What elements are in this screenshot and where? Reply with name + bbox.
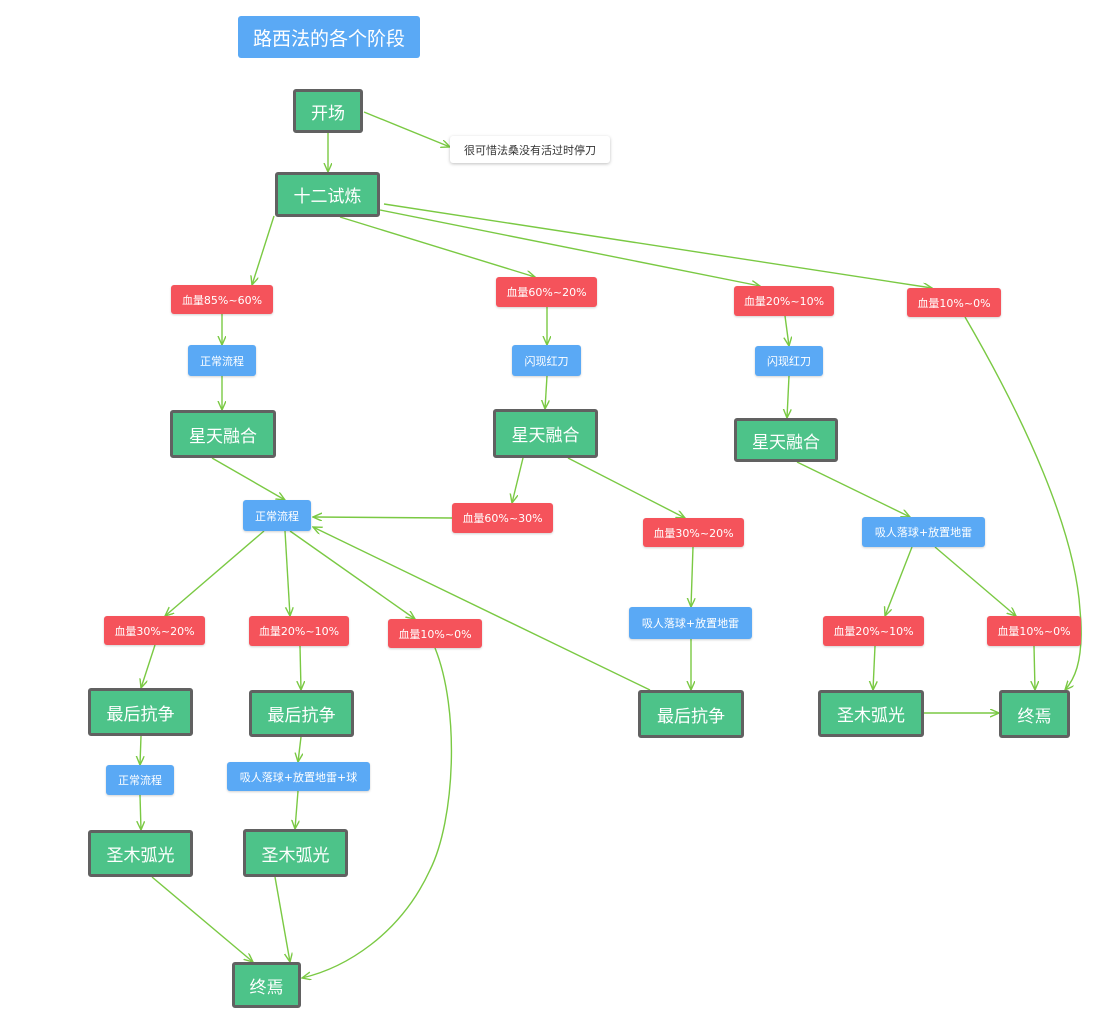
edge-hp10-0-top-to-end-right xyxy=(964,316,1082,690)
edge-arc-1-to-end-bottom xyxy=(151,876,253,962)
node-absorb-mines-right: 吸人落球+放置地雷 xyxy=(862,517,985,547)
diagram-title: 路西法的各个阶段 xyxy=(238,16,420,58)
node-hp20-10-top: 血量20%~10% xyxy=(734,286,834,316)
edge-trials-to-hp10-0-top xyxy=(383,203,932,288)
edge-flash-1-to-star-2 xyxy=(545,375,547,409)
node-star-fusion-2: 星天融合 xyxy=(493,409,598,458)
node-normal-flow-1: 正常流程 xyxy=(188,345,256,376)
node-absorb-mines-mid: 吸人落球+放置地雷 xyxy=(629,607,752,639)
node-end-right: 终焉 xyxy=(999,690,1070,738)
node-hp30-20-left: 血量30%~20% xyxy=(104,616,205,645)
edge-star-3-to-absorb-right xyxy=(796,461,910,517)
edge-trials-to-hp20-10-top xyxy=(379,209,760,286)
edge-hp30-20-left-to-last-1 xyxy=(141,644,156,688)
node-holy-arc-1: 圣木弧光 xyxy=(88,830,193,877)
node-hp60-20: 血量60%~20% xyxy=(496,277,597,307)
edge-absorb-left-to-arc-2 xyxy=(295,790,298,829)
edge-open-to-note xyxy=(363,111,450,147)
edge-hp10-0-right-to-end-right xyxy=(1034,645,1035,690)
node-holy-arc-right: 圣木弧光 xyxy=(818,690,924,737)
node-normal-flow-2: 正常流程 xyxy=(243,500,311,531)
edge-arc-2-to-end-bottom xyxy=(274,876,290,962)
edge-hp20-10-left-to-last-2 xyxy=(300,645,301,690)
edge-hp20-10-right-to-arc-right xyxy=(873,645,875,690)
node-absorb-mines-ball: 吸人落球+放置地雷+球 xyxy=(227,762,370,791)
node-note: 很可惜法桑没有活过时停刀 xyxy=(450,136,610,163)
node-hp20-10-left: 血量20%~10% xyxy=(249,616,349,646)
node-hp20-10-right: 血量20%~10% xyxy=(823,616,924,646)
edge-flash-2-to-star-3 xyxy=(787,375,789,418)
edge-last-3-to-normal-2 xyxy=(313,527,651,691)
node-flash-red-blade-1: 闪现红刀 xyxy=(512,345,581,376)
edge-hp20-10-top-to-flash-2 xyxy=(785,315,789,346)
node-normal-flow-3: 正常流程 xyxy=(106,765,174,795)
node-opening: 开场 xyxy=(293,89,363,133)
node-last-struggle-3: 最后抗争 xyxy=(638,690,744,738)
node-hp60-30: 血量60%~30% xyxy=(452,503,553,533)
node-star-fusion-3: 星天融合 xyxy=(734,418,838,462)
edge-normal-2-to-hp10-0-left xyxy=(289,530,415,619)
edge-normal-2-to-hp20-10-left xyxy=(284,530,290,616)
edge-last-2-to-absorb-left xyxy=(298,736,301,762)
node-hp10-0-top: 血量10%~0% xyxy=(907,288,1001,317)
edge-normal-3-to-arc-1 xyxy=(140,794,141,830)
node-last-struggle-2: 最后抗争 xyxy=(249,690,354,737)
edge-absorb-right-to-hp10-0-right xyxy=(934,546,1016,616)
edge-trials-to-hp60-20 xyxy=(339,216,535,277)
edge-hp10-0-left-to-end-bottom xyxy=(302,647,453,978)
node-flash-red-blade-2: 闪现红刀 xyxy=(755,346,823,376)
edge-normal-2-to-hp30-20-left xyxy=(165,530,265,616)
edge-trials-to-hp85-60 xyxy=(252,215,275,285)
edge-star-2-to-hp60-30 xyxy=(512,457,524,503)
node-hp10-0-left: 血量10%~0% xyxy=(388,619,482,648)
node-end-bottom: 终焉 xyxy=(232,962,301,1008)
edge-last-1-to-normal-3 xyxy=(140,735,141,765)
node-hp10-0-right: 血量10%~0% xyxy=(987,616,1081,646)
node-holy-arc-2: 圣木弧光 xyxy=(243,829,348,877)
edge-star-1-to-normal-2 xyxy=(211,457,285,500)
edge-hp60-30-to-normal-2 xyxy=(313,517,453,518)
edge-hp30-20-mid-to-absorb-mid xyxy=(691,546,693,607)
node-hp30-20-mid: 血量30%~20% xyxy=(643,518,744,547)
edge-star-2-to-hp30-20-mid xyxy=(567,457,685,518)
edge-absorb-right-to-hp20-10-right xyxy=(885,546,913,616)
node-star-fusion-1: 星天融合 xyxy=(170,410,276,458)
node-last-struggle-1: 最后抗争 xyxy=(88,688,193,736)
node-hp85-60: 血量85%~60% xyxy=(171,285,273,314)
node-twelve-trials: 十二试炼 xyxy=(275,172,380,217)
